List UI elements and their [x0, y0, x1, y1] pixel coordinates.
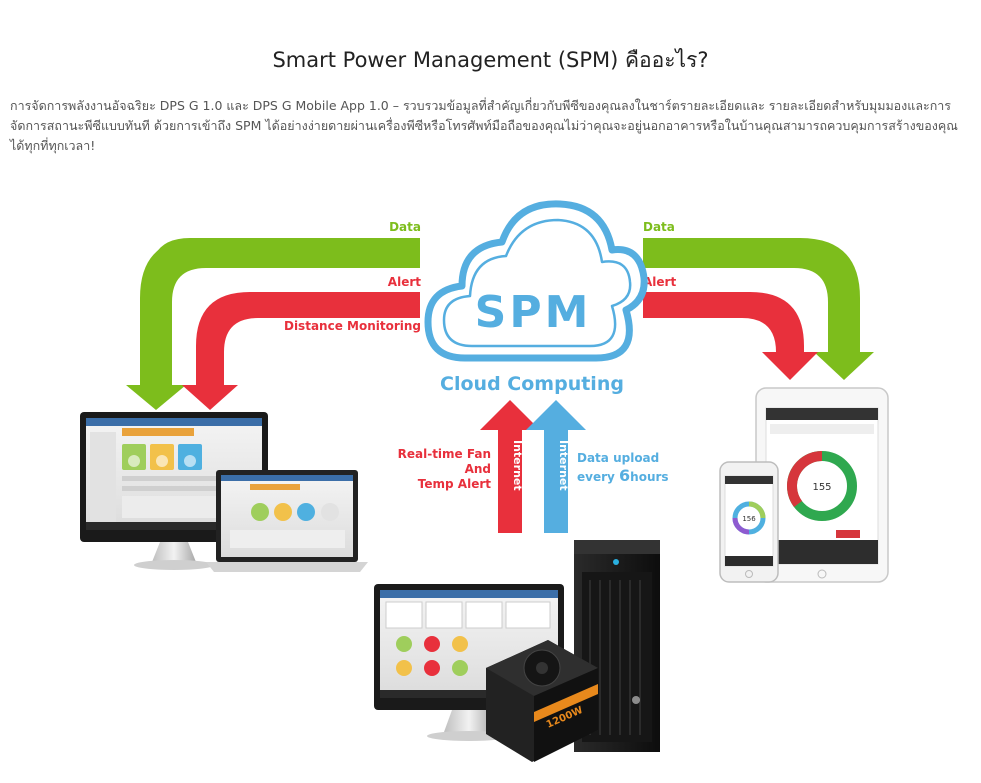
internet-left-label: Internet	[511, 440, 524, 491]
page-description: การจัดการพลังงานอัจฉริยะ DPS G 1.0 และ D…	[10, 98, 958, 153]
right-red-arrow	[643, 292, 818, 380]
left-data-label: Data	[389, 220, 421, 234]
internet-right-label: Internet	[557, 440, 570, 491]
cloud-computing-label: Cloud Computing	[440, 373, 624, 395]
realtime-line-3: Temp Alert	[418, 477, 491, 491]
phone-gauge-value: 156	[742, 515, 756, 523]
left-alert-label: Alert	[388, 275, 421, 289]
right-green-arrow	[643, 238, 874, 380]
upload-every: every	[577, 470, 619, 484]
upload-six: 6	[619, 466, 630, 485]
left-red-arrow	[182, 292, 420, 410]
realtime-line-2: And	[465, 462, 491, 476]
cloud-icon	[424, 200, 648, 362]
phone: 156	[719, 461, 779, 583]
cloud-spm-label: SPM	[475, 287, 592, 338]
internet-red-arrow	[480, 400, 540, 533]
right-alert-label: Alert	[643, 275, 676, 289]
page-title: Smart Power Management (SPM) คืออะไร?	[272, 48, 709, 72]
distance-monitoring-label: Distance Monitoring	[284, 319, 421, 333]
psu-unit: 1200W	[486, 640, 598, 762]
pc-case	[574, 540, 660, 752]
internet-blue-arrow	[526, 400, 586, 533]
realtime-line-1: Real-time Fan	[398, 447, 491, 461]
upload-line-1: Data upload	[577, 451, 659, 465]
right-data-label: Data	[643, 220, 675, 234]
upload-hours: hours	[630, 470, 668, 484]
tablet-gauge-value: 155	[812, 482, 831, 493]
tablet: 155	[755, 387, 889, 583]
left-laptop	[206, 470, 368, 572]
left-green-arrow-body	[126, 238, 420, 410]
left-monitor	[80, 412, 268, 570]
upload-line-2: every 6hours	[577, 466, 669, 485]
